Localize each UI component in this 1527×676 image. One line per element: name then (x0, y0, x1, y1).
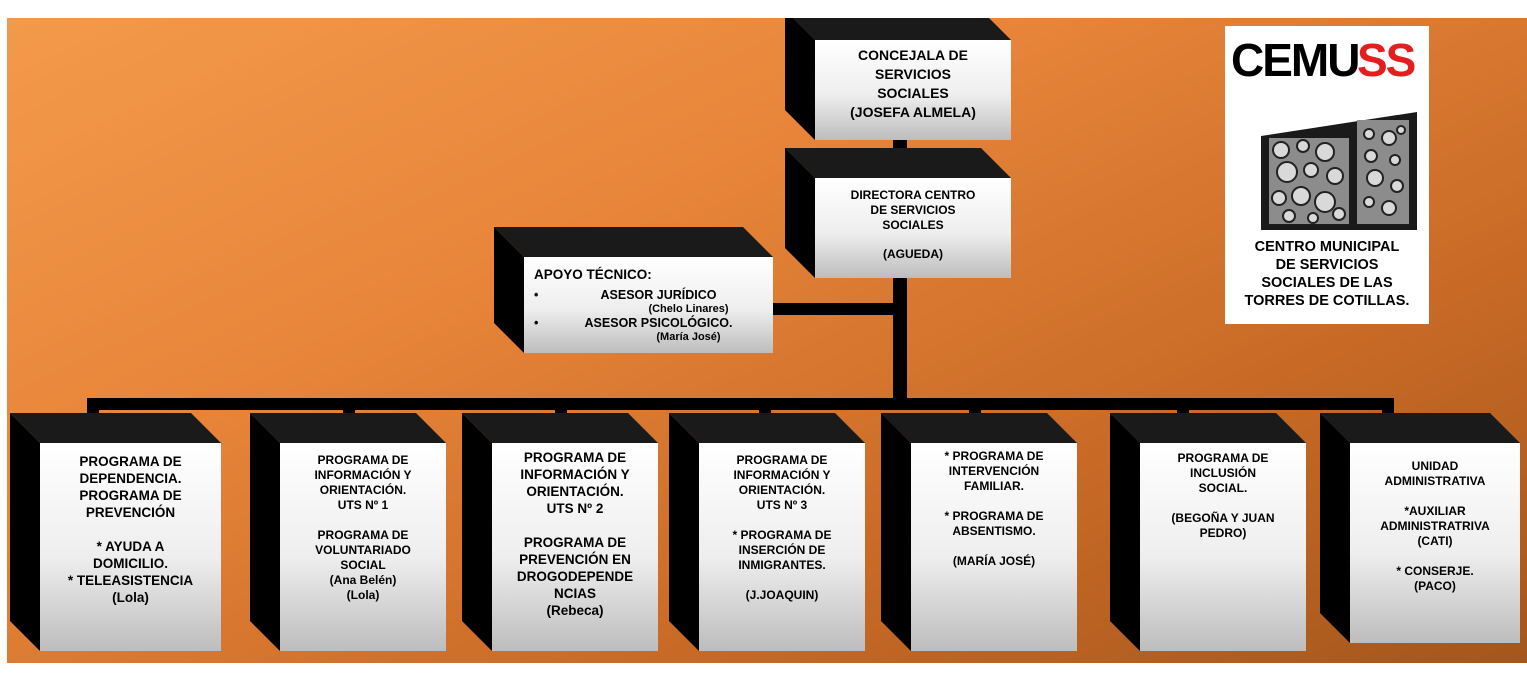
directora-title: DIRECTORA CENTRO DE SERVICIOS SOCIALES (850, 188, 976, 232)
connector-horizontal-bus (87, 398, 1394, 410)
box-bevel (1320, 413, 1520, 643)
apoyo-role: ASESOR PSICOLÓGICO. (584, 316, 733, 330)
box-bevel (785, 148, 1011, 278)
apoyo-tecnico-box: APOYO TÉCNICO: ASESOR JURÍDICO (Chelo Li… (494, 227, 773, 353)
program-text: PROGRAMA DE INCLUSIÓN SOCIAL. (BEGOÑA Y … (1171, 451, 1275, 540)
apoyo-title: APOYO TÉCNICO: (534, 267, 652, 282)
apoyo-person: (Chelo Linares) (648, 303, 729, 315)
program-box-uts3: PROGRAMA DE INFORMACIÓN Y ORIENTACIÓN. U… (669, 413, 865, 651)
concejala-text: CONCEJALA DE SERVICIOS SOCIALES (JOSEFA … (850, 47, 976, 120)
connector-directora-trunk (893, 276, 907, 408)
box-bevel (462, 413, 658, 651)
program-text: PROGRAMA DE DEPENDENCIA. PROGRAMA DE PRE… (67, 454, 194, 605)
concejala-box: CONCEJALA DE SERVICIOS SOCIALES (JOSEFA … (785, 18, 1011, 140)
apoyo-list: ASESOR JURÍDICO (Chelo Linares) ASESOR P… (534, 288, 765, 344)
program-box-uts2: PROGRAMA DE INFORMACIÓN Y ORIENTACIÓN. U… (462, 413, 658, 651)
program-text: PROGRAMA DE INFORMACIÓN Y ORIENTACIÓN. U… (314, 453, 412, 602)
program-box-dependencia: PROGRAMA DE DEPENDENCIA. PROGRAMA DE PRE… (10, 413, 221, 651)
box-bevel (494, 227, 773, 353)
box-bevel (785, 18, 1011, 140)
program-text: PROGRAMA DE INFORMACIÓN Y ORIENTACIÓN. U… (516, 450, 634, 618)
directora-box: DIRECTORA CENTRO DE SERVICIOS SOCIALES (… (785, 148, 1011, 278)
connector-apoyo (772, 303, 897, 315)
logo-caption: CENTRO MUNICIPAL DE SERVICIOS SOCIALES D… (1244, 239, 1410, 309)
apoyo-person: (María José) (656, 331, 721, 343)
program-text: * PROGRAMA DE INTERVENCIÓN FAMILIAR. * P… (944, 449, 1044, 568)
program-box-uts1: PROGRAMA DE INFORMACIÓN Y ORIENTACIÓN. U… (250, 413, 446, 651)
svg-text:SS: SS (1357, 34, 1415, 86)
program-box-administrativa: UNIDAD ADMINISTRATIVA *AUXILIAR ADMINIST… (1320, 413, 1520, 643)
program-box-familiar: * PROGRAMA DE INTERVENCIÓN FAMILIAR. * P… (881, 413, 1077, 651)
program-text: PROGRAMA DE INFORMACIÓN Y ORIENTACIÓN. U… (732, 453, 832, 602)
box-bevel (881, 413, 1077, 651)
box-bevel (669, 413, 865, 651)
program-text: UNIDAD ADMINISTRATIVA *AUXILIAR ADMINIST… (1380, 459, 1490, 593)
box-bevel (10, 413, 221, 651)
program-box-inclusion: PROGRAMA DE INCLUSIÓN SOCIAL. (BEGOÑA Y … (1110, 413, 1306, 651)
box-bevel (250, 413, 446, 651)
org-chart-canvas: CONCEJALA DE SERVICIOS SOCIALES (JOSEFA … (7, 18, 1527, 663)
svg-text:CEMU: CEMU (1231, 34, 1358, 86)
apoyo-item: ASESOR JURÍDICO (Chelo Linares) (534, 288, 765, 316)
cemuss-logo-mark: CEMU SS (1231, 34, 1417, 230)
apoyo-role: ASESOR JURÍDICO (600, 288, 717, 302)
apoyo-item: ASESOR PSICOLÓGICO. (María José) (534, 316, 765, 344)
cemuss-logo: CEMU SS CENTRO MUNICIPAL DE SERVICIOS SO… (1225, 26, 1429, 324)
directora-name: (AGUEDA) (883, 247, 943, 261)
box-bevel (1110, 413, 1306, 651)
